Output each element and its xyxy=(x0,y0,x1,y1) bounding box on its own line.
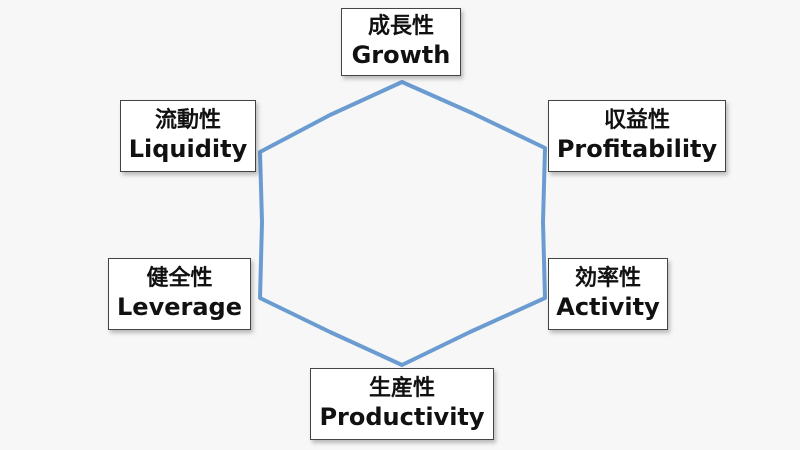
node-en-label: Activity xyxy=(556,292,660,321)
node-jp-label: 収益性 xyxy=(603,108,670,134)
node-liquidity: 流動性 Liquidity xyxy=(120,100,256,172)
node-leverage: 健全性 Leverage xyxy=(108,258,251,330)
node-jp-label: 成長性 xyxy=(367,14,434,40)
node-en-label: Liquidity xyxy=(128,134,248,163)
node-jp-label: 効率性 xyxy=(574,266,641,292)
node-jp-label: 生産性 xyxy=(368,376,435,402)
node-activity: 効率性 Activity xyxy=(548,258,668,330)
node-jp-label: 流動性 xyxy=(154,108,221,134)
node-productivity: 生産性 Productivity xyxy=(310,368,494,440)
node-en-label: Growth xyxy=(351,40,451,69)
node-en-label: Profitability xyxy=(556,134,718,163)
node-en-label: Productivity xyxy=(319,402,485,431)
node-growth: 成長性 Growth xyxy=(341,8,461,76)
node-en-label: Leverage xyxy=(117,292,242,321)
hexagon-outline xyxy=(258,80,547,367)
node-jp-label: 健全性 xyxy=(146,266,213,292)
node-profitability: 収益性 Profitability xyxy=(548,100,726,172)
